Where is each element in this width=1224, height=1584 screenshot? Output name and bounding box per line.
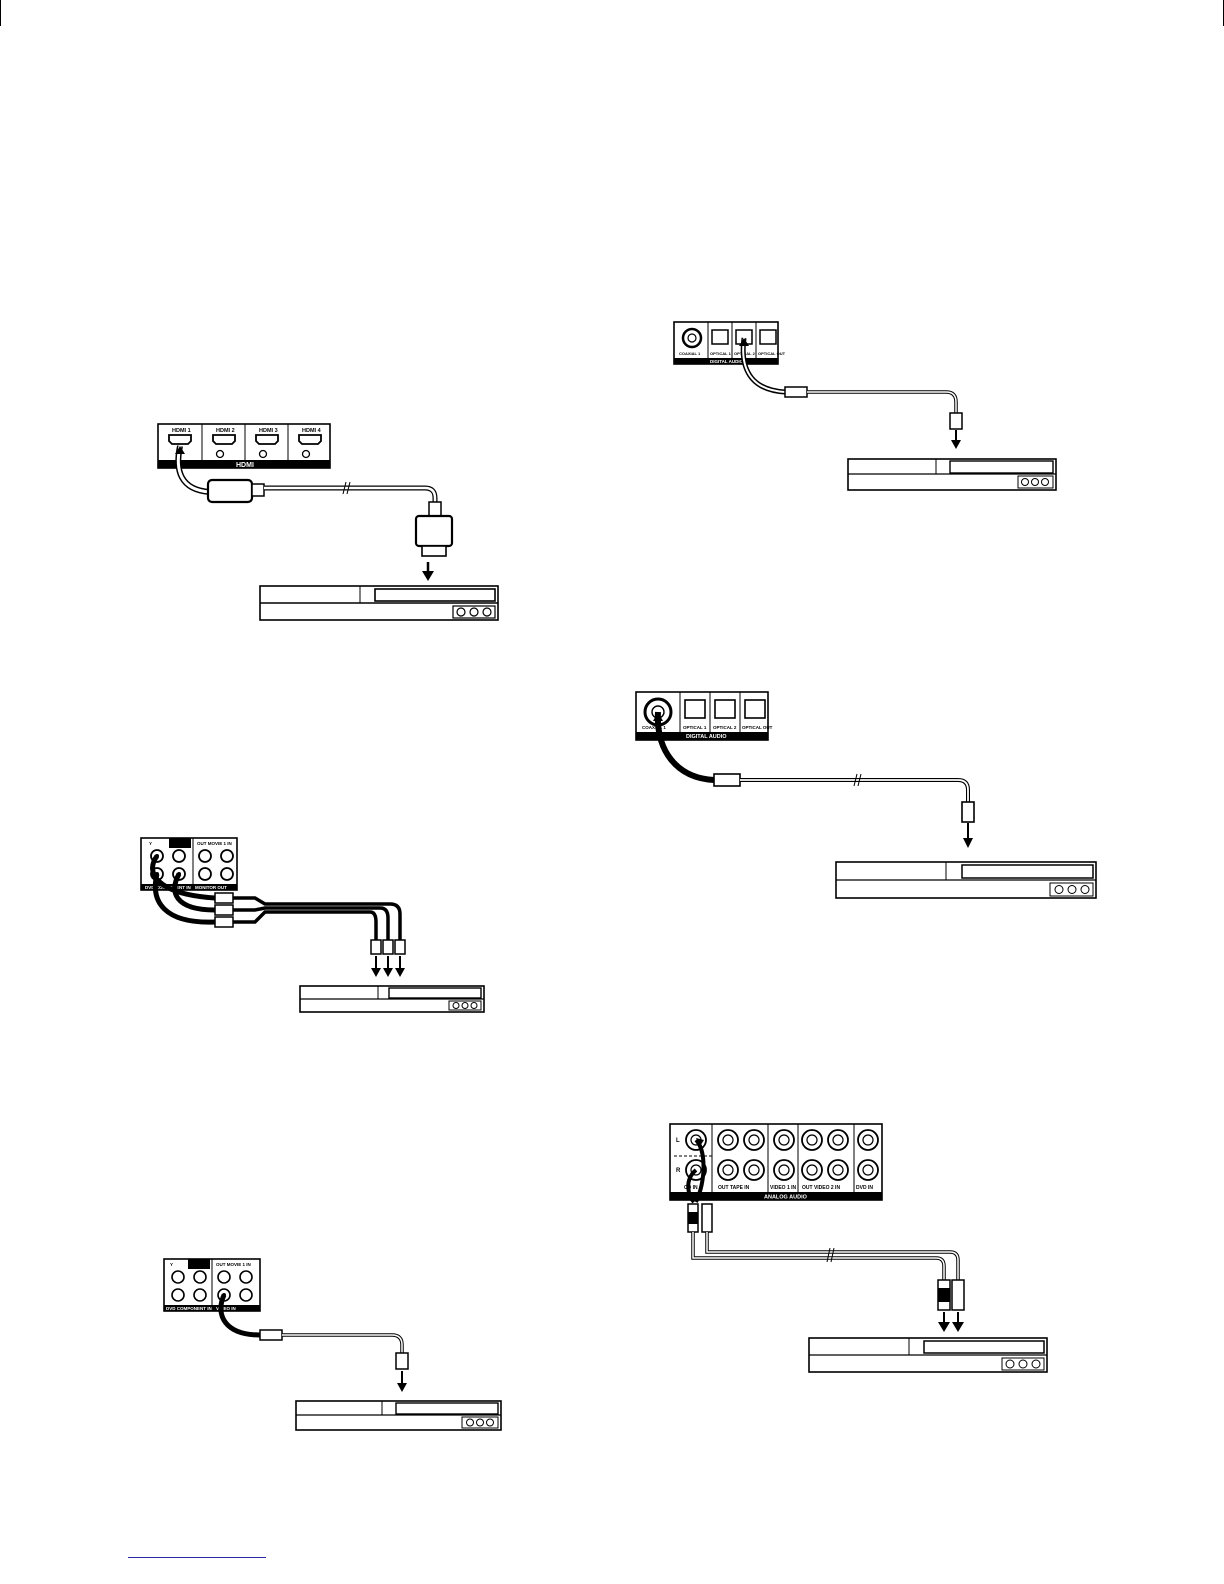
insert-arrow-icon [696,1138,704,1146]
left-channel-label: L [676,1138,680,1144]
composite-cable [218,1293,409,1392]
source-device [808,1337,1048,1373]
optical-audio-diagram: COAXIAL 1 OPTICAL 1 OPTICAL 2 OPTICAL OU… [670,318,1070,498]
component-side-label: MONITOR OUT [195,885,227,890]
hdmi-plug-left [206,478,254,504]
source-device [847,458,1057,491]
down-arrow-icon [383,968,393,977]
insert-arrow-icon [653,712,663,721]
hdmi-cable [175,445,454,581]
header-rule-left [0,0,1,26]
hdmi-4-label: HDMI 4 [302,428,322,434]
composite-dvd-label: DVD COMPONENT IN [166,1306,212,1311]
hdmi-plug-right [414,514,454,548]
video-2-label: OUT VIDEO 2 IN [802,1185,840,1191]
composite-video-diagram: Y OUT MOVIE 1 IN DVD COMPONENT IN VIDEO … [160,1255,520,1445]
composite-y-label: Y [170,1262,173,1267]
optical-out-label: OPTICAL OUT [742,725,773,730]
composite-movie-label: OUT MOVIE 1 IN [216,1262,251,1267]
coaxial-audio-diagram: COAXIAL 1 OPTICAL 1 OPTICAL 2 OPTICAL OU… [632,688,1102,908]
digital-audio-label: DIGITAL AUDIO [710,359,744,364]
analog-audio-label: ANALOG AUDIO [764,1195,808,1201]
optical-2-label: OPTICAL 2 [713,725,737,730]
source-device [835,861,1097,899]
video-1-in-label: VIDEO 1 IN [770,1185,797,1191]
hdmi-3-jack [255,434,279,445]
analog-audio-diagram: L R CD IN OUT TAPE IN VIDEO 1 IN OUT VID… [666,1120,1066,1380]
coaxial-cable [653,711,975,848]
down-arrow-icon [395,968,405,977]
coaxial-1-label: COAXIAL 1 [642,725,666,730]
optical-cable [739,337,963,449]
hdmi-connection-diagram: HDMI 1 HDMI 2 HDMI 3 HDMI 4 HDMI [150,420,510,630]
hdmi-3-label: HDMI 3 [259,428,278,434]
composite-side-label: VIDEO IN [216,1306,236,1311]
hdmi-group-label: HDMI [236,462,254,469]
insert-arrow-icon [175,446,185,454]
down-arrow-icon [397,1383,407,1392]
optical-out-label: OPTICAL OUT [758,351,786,356]
tape-label: OUT TAPE IN [718,1185,750,1191]
component-y-label: Y [149,841,152,846]
component-movie-label: OUT MOVIE 1 IN [197,841,232,846]
dvd-in-label: DVD IN [856,1185,873,1191]
hdmi-4-jack [298,434,322,445]
right-channel-label: R [676,1168,681,1174]
hdmi-2-label: HDMI 2 [216,428,235,434]
hdmi-1-label: HDMI 1 [172,428,191,434]
cd-in-label: CD IN [684,1185,698,1191]
hdmi-2-jack [212,434,236,445]
source-device [295,1400,502,1431]
component-cable [150,854,406,977]
digital-audio-label: DIGITAL AUDIO [686,734,727,740]
optical-1-label: OPTICAL 1 [710,351,732,356]
down-arrow-icon [951,440,961,449]
down-arrow-icon [963,838,973,848]
down-arrow-icon [952,1322,964,1332]
optical-1-label: OPTICAL 1 [683,725,707,730]
component-video-diagram: Y OUT MOVIE 1 IN DVD COMPONENT IN MONITO… [135,832,495,1022]
coaxial-1-label: COAXIAL 1 [679,351,701,356]
down-arrow-icon [371,968,381,977]
down-arrow-icon [422,571,434,581]
hdmi-input-panel: HDMI 1 HDMI 2 HDMI 3 HDMI 4 HDMI [157,423,331,469]
source-device [299,985,485,1013]
digital-audio-panel: COAXIAL 1 OPTICAL 1 OPTICAL 2 OPTICAL OU… [673,321,786,365]
source-device [259,585,499,621]
analog-cable [686,1138,965,1332]
down-arrow-icon [938,1322,950,1332]
hdmi-1-jack [168,434,192,445]
composite-input-panel: Y OUT MOVIE 1 IN DVD COMPONENT IN VIDEO … [163,1258,261,1312]
insert-arrow-icon [739,338,749,346]
footer-link[interactable] [128,1557,266,1558]
